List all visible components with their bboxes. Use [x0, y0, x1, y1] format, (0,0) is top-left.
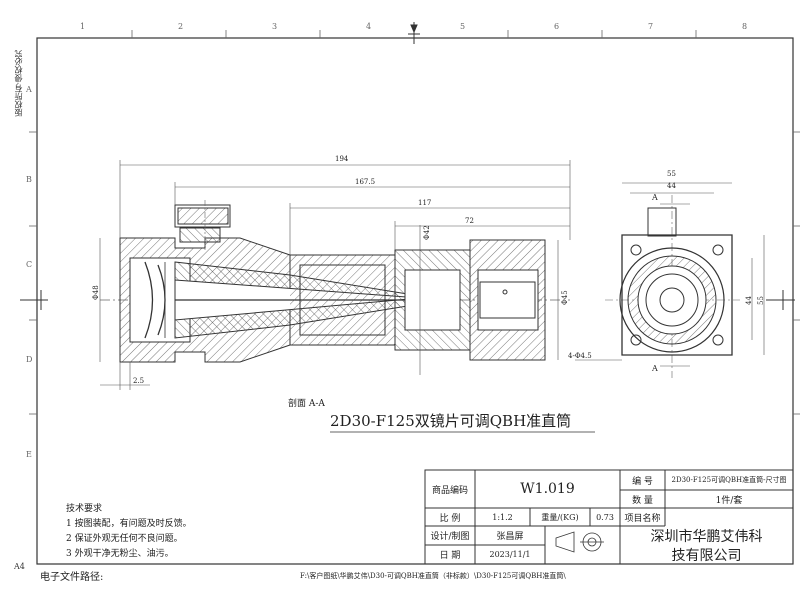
weight-value: 0.73	[596, 512, 614, 522]
section-a-top: A	[652, 193, 658, 202]
col-mark: 8	[742, 22, 748, 31]
dim-dia-right: Φ45	[561, 290, 569, 305]
company-line-1: 深圳市华鹏艾伟科	[650, 528, 763, 545]
dim-dia-left: Φ48	[92, 285, 100, 300]
dim-end-inner: 44	[667, 182, 676, 190]
date-value: 2023/11/1	[489, 550, 531, 559]
row-mark: A	[26, 85, 32, 94]
technical-notes: 技术要求 1 按图装配，有问题及时反馈。 2 保证外观无任何不良问题。 3 外观…	[66, 502, 306, 562]
project-label: 项目名称	[624, 513, 661, 524]
dim-end-width: 55	[667, 170, 676, 178]
row-mark: D	[26, 355, 33, 364]
note-item: 1 按图装配，有问题及时反馈。	[66, 519, 192, 529]
file-path-value: F:\客户图纸\华鹏艾伟\D30-可调QBH准直筒（非标款）\D30-F125可…	[300, 572, 566, 580]
note-item: 2 保证外观无任何不良问题。	[66, 534, 183, 544]
row-mark: C	[26, 260, 33, 269]
centering-marks	[20, 22, 795, 310]
number-value: 2D30-F125可调QBH准直筒-尺寸图	[671, 476, 787, 484]
section-a-bottom: A	[652, 364, 658, 373]
projection-symbol	[555, 531, 604, 553]
dim-overall: 194	[335, 155, 349, 163]
product-code: W1.019	[520, 481, 575, 497]
zone-ticks	[29, 30, 800, 415]
col-mark: 5	[460, 22, 466, 31]
scale-label: 比 例	[439, 513, 461, 524]
col-mark: 7	[648, 22, 654, 31]
title-block-grid	[424, 469, 794, 565]
col-mark: 2	[178, 22, 184, 31]
notes-heading: 技术要求	[66, 504, 103, 514]
row-mark: B	[26, 175, 32, 184]
dim-end-inner-h: 44	[745, 296, 753, 305]
copyright-side-text: 版权所有·侵权必究	[14, 50, 23, 117]
weight-label: 重量/(KG)	[541, 512, 579, 522]
dimension-lines	[99, 160, 571, 390]
scale-value: 1:1.2	[492, 512, 513, 522]
designer: 张昌屏	[496, 532, 524, 542]
dim-len-2: 117	[418, 199, 432, 207]
qty-label: 数 量	[632, 495, 653, 506]
col-mark: 6	[554, 22, 560, 31]
dim-gap: 2.5	[133, 377, 145, 385]
drawing-title: 2D30-F125双镜片可调QBH准直筒	[330, 412, 572, 430]
sheet-size: A4	[14, 562, 25, 571]
end-view	[575, 182, 765, 378]
row-mark: E	[26, 450, 32, 459]
note-item: 3 外观干净无粉尘、油污。	[66, 549, 174, 559]
dim-len-3: 72	[465, 217, 474, 225]
col-mark: 4	[366, 22, 372, 31]
company-line-2: 技有限公司	[671, 547, 742, 564]
number-label: 编 号	[632, 476, 653, 487]
design-label: 设计/制图	[430, 532, 470, 542]
date-label: 日 期	[439, 551, 461, 561]
dim-dia-mid: Φ42	[423, 225, 431, 240]
dim-end-height: 55	[757, 296, 765, 305]
dim-len-1: 167.5	[355, 178, 376, 186]
product-code-label: 商品编码	[431, 485, 468, 496]
file-path-label: 电子文件路径:	[40, 572, 104, 583]
col-mark: 1	[80, 22, 86, 31]
qty-value: 1件/套	[715, 495, 743, 506]
sheet-border	[36, 37, 794, 565]
dim-holes: 4-Φ4.5	[568, 352, 592, 360]
section-view	[100, 200, 570, 363]
section-caption: 剖面 A-A	[288, 399, 325, 409]
col-mark: 3	[272, 22, 278, 31]
